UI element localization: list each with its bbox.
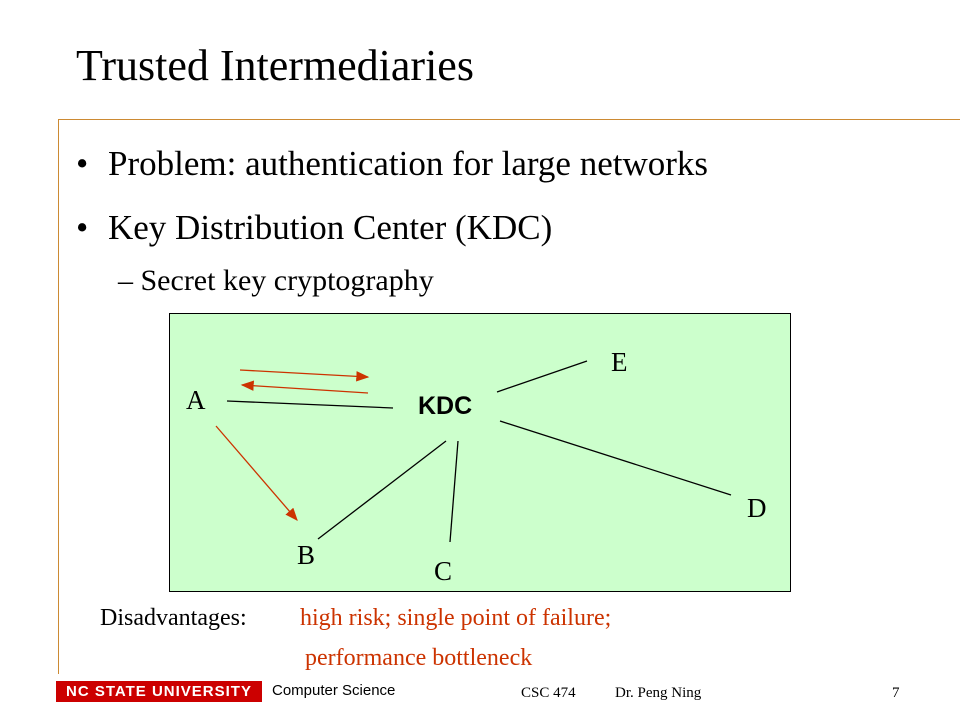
page-number: 7 <box>892 685 900 701</box>
bullet-dot: • <box>76 144 89 183</box>
diagram-lines <box>215 360 732 543</box>
edge-kdc-c <box>449 440 459 543</box>
disadvantages-label: Disadvantages: <box>100 605 247 631</box>
university-logo: NC STATE UNIVERSITY <box>56 681 262 702</box>
footer-department: Computer Science <box>272 682 396 699</box>
title-rule <box>58 119 960 120</box>
slide-title: Trusted Intermediaries <box>76 41 474 90</box>
node-e: E <box>611 347 628 377</box>
arrow-a-to-kdc <box>239 369 370 382</box>
bullet-problem-text: Problem: authentication for large networ… <box>108 144 709 183</box>
node-b: B <box>297 540 316 570</box>
arrow-kdc-to-a <box>240 380 369 394</box>
bullet-problem: • Problem: authentication for large netw… <box>76 144 709 184</box>
node-a: A <box>186 385 206 415</box>
edge-a-kdc <box>226 400 394 409</box>
disadvantages-line-2: performance bottleneck <box>305 645 533 671</box>
edge-kdc-b <box>317 440 447 540</box>
bullet-dot: • <box>76 208 89 247</box>
edge-kdc-d <box>499 420 732 496</box>
footer-author: Dr. Peng Ning <box>615 685 702 701</box>
edge-kdc-e <box>496 360 588 393</box>
sub-bullet-text: Secret key cryptography <box>140 264 434 297</box>
bullet-kdc: • Key Distribution Center (KDC) <box>76 208 553 248</box>
footer-course: CSC 474 <box>521 685 576 701</box>
kdc-diagram: KDC A B C D E <box>169 313 791 592</box>
disadvantages-line-1: high risk; single point of failure; <box>300 605 612 631</box>
sub-bullet-secret-key: – Secret key cryptography <box>118 264 434 297</box>
arrow-a-to-b <box>215 425 298 521</box>
node-c: C <box>434 556 453 586</box>
bullet-kdc-text: Key Distribution Center (KDC) <box>108 208 553 247</box>
sub-bullet-dash: – <box>118 264 133 297</box>
left-rule <box>58 119 59 674</box>
node-kdc: KDC <box>418 392 473 420</box>
node-d: D <box>747 493 767 523</box>
